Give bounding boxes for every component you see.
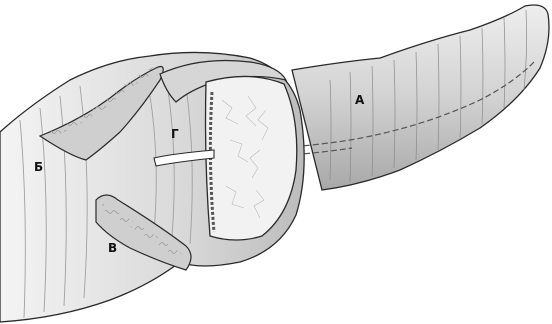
- label-v: В: [108, 241, 117, 255]
- label-b: Б: [34, 160, 43, 174]
- label-a: А: [355, 93, 365, 107]
- label-g: Г: [171, 127, 179, 141]
